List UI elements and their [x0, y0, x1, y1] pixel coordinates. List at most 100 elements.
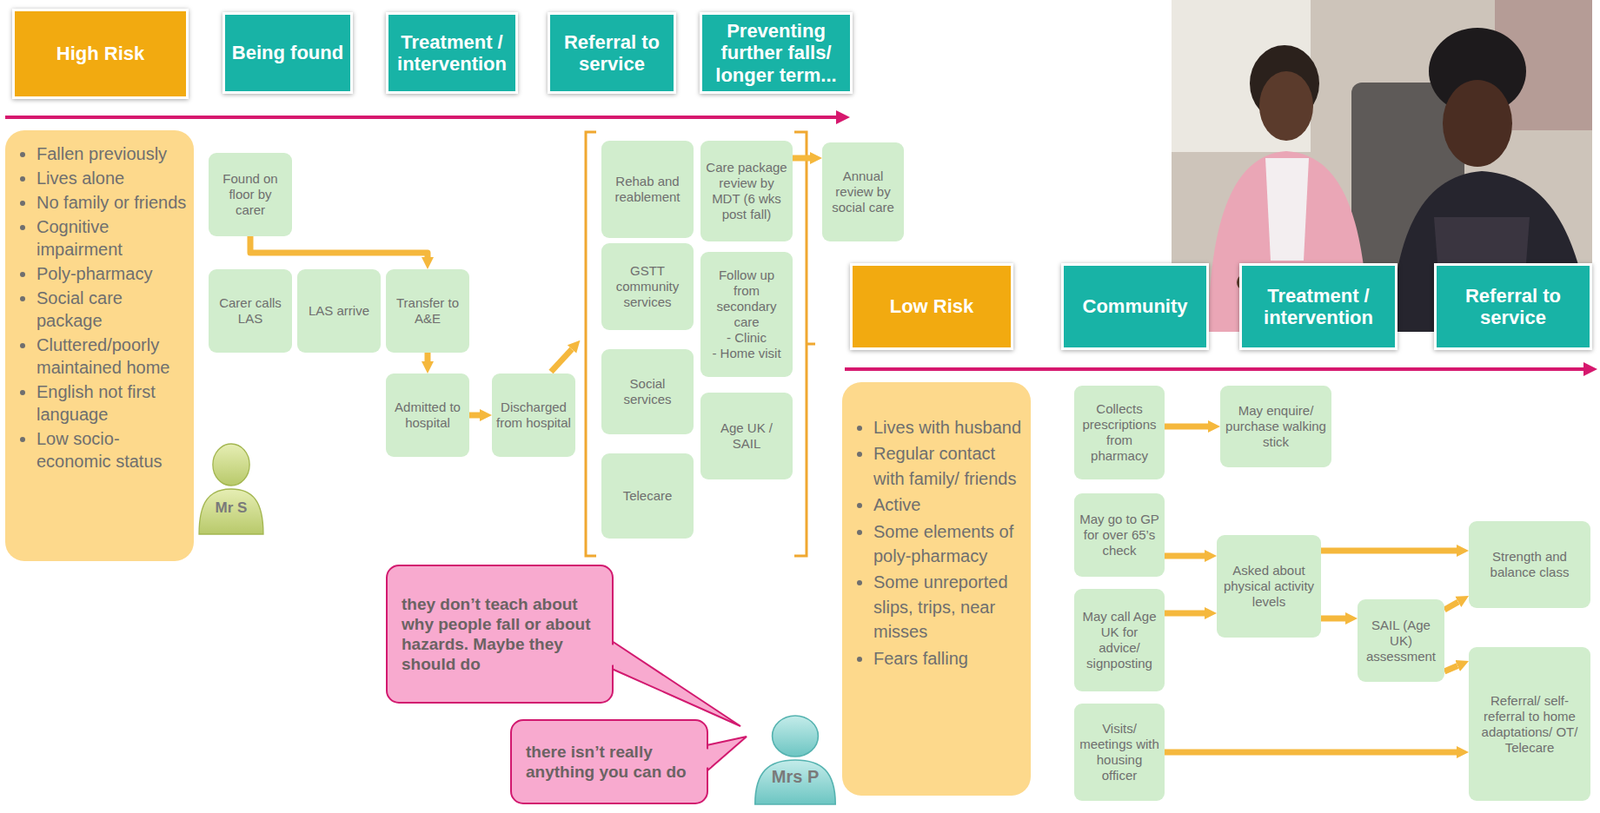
bubble-tail: [706, 736, 747, 772]
box-text: May enquire/ purchase walking stick: [1224, 403, 1328, 451]
process-box: Visits/ meetings with housing officer: [1074, 703, 1165, 802]
process-box: Social services: [601, 349, 694, 435]
person-icon: Mrs P: [747, 710, 844, 807]
bullet-list: Lives with husbandRegular contact with f…: [854, 415, 1023, 671]
speech-bubble: there isn’t really anything you can do: [510, 719, 709, 805]
box-text: Being found: [230, 41, 346, 64]
person-shape: [192, 438, 270, 537]
box-text: May go to GP for over 65’s check: [1078, 511, 1161, 559]
bullet-item: No family or friends: [36, 191, 187, 214]
risk-panel: Lives with husbandRegular contact with f…: [842, 382, 1031, 797]
bullet-item: English not first language: [36, 380, 187, 426]
process-box: LAS arrive: [297, 269, 381, 353]
stage-header: High Risk: [12, 8, 189, 100]
process-box: Carer calls LAS: [208, 269, 293, 353]
flow-arrow: [551, 349, 572, 372]
box-text: Treatment / intervention: [393, 31, 511, 76]
group-bracket: [585, 132, 597, 557]
process-box: Discharged from hospital: [491, 373, 576, 458]
box-text: they don’t teach about why people fall o…: [401, 594, 598, 676]
flow-arrow: [1164, 553, 1205, 560]
box-text: Annual review by social care: [826, 168, 900, 216]
flow-arrow: [792, 155, 810, 162]
box-text: Discharged from hospital: [496, 399, 571, 432]
bullet-item: Cognitive impairment: [36, 215, 187, 261]
process-box: Telecare: [601, 453, 694, 539]
box-text: Community: [1068, 295, 1202, 318]
flow-arrow: [250, 236, 428, 258]
bubble-tail: [611, 641, 741, 727]
bullet-list: Fallen previouslyLives aloneNo family or…: [17, 142, 187, 473]
flow-arrow: [424, 352, 432, 362]
stage-header: Being found: [222, 12, 353, 94]
flow-arrow: [1444, 666, 1458, 672]
flow-arrow: [1164, 424, 1209, 431]
process-box: GSTT community services: [601, 243, 694, 331]
process-box: Strength and balance class: [1468, 521, 1591, 609]
photo-face: [1259, 71, 1314, 141]
box-text: Visits/ meetings with housing officer: [1078, 721, 1161, 784]
flow-arrow: [1321, 616, 1346, 623]
flow-arrow: [469, 412, 480, 419]
person-head: [772, 716, 819, 757]
box-text: Referral to service: [1441, 285, 1585, 330]
flow-arrow: [1164, 610, 1205, 618]
box-text: LAS arrive: [301, 303, 377, 319]
stage-header: Low Risk: [849, 263, 1014, 351]
box-text: Transfer to A&E: [390, 295, 465, 327]
bullet-item: Regular contact with family/ friends: [873, 441, 1023, 492]
stage-header: Preventing further falls/ longer term...: [699, 12, 853, 94]
box-text: Rehab and reablement: [605, 173, 690, 206]
bubble-join: [704, 749, 711, 769]
box-text: Referral/ self-referral to home adaptati…: [1473, 693, 1587, 757]
box-text: Treatment / intervention: [1247, 285, 1390, 330]
person-name: Mr S: [215, 499, 248, 518]
process-box: Rehab and reablement: [601, 140, 694, 239]
person-body: [755, 760, 836, 805]
box-text: GSTT community services: [605, 263, 690, 311]
bullet-item: Fallen previously: [36, 142, 187, 166]
process-box: May go to GP for over 65’s check: [1074, 493, 1165, 578]
process-box: Referral/ self-referral to home adaptati…: [1468, 647, 1591, 802]
bullet-item: Social care package: [36, 286, 187, 332]
process-box: Age UK / SAIL: [700, 392, 793, 480]
stage-header: Community: [1061, 263, 1209, 351]
stage-header: Treatment / intervention: [1239, 263, 1398, 351]
process-box: Collects prescriptions from pharmacy: [1074, 385, 1165, 480]
process-box: Annual review by social care: [822, 142, 904, 242]
risk-panel: Fallen previouslyLives aloneNo family or…: [5, 130, 194, 562]
bubble-body: [386, 565, 613, 704]
box-text: Preventing further falls/ longer term...: [707, 19, 845, 87]
bubble-body: [511, 720, 708, 804]
process-box: Found on floor by carer: [208, 152, 293, 237]
box-text: - Clinic: [704, 330, 789, 346]
bullet-item: Lives alone: [36, 166, 187, 190]
box-text: May call Age UK for advice/ signposting: [1078, 609, 1161, 672]
person-icon: Mr S: [192, 438, 270, 537]
flow-arrow: [1164, 750, 1457, 757]
box-text: Telecare: [605, 488, 690, 505]
photo-face: [1442, 79, 1513, 167]
timeline-arrow: [5, 115, 837, 120]
bullet-item: Cluttered/poorly maintained home: [36, 333, 187, 379]
person-head: [212, 444, 250, 486]
bubble-join: [610, 644, 617, 666]
person-body: [199, 489, 264, 535]
bubble-shape: [385, 564, 614, 704]
group-bracket: [794, 132, 816, 557]
process-box: Follow up from secondary care- Clinic- H…: [700, 252, 793, 378]
process-box: Care package review by MDT (6 wks post f…: [700, 140, 793, 242]
box-text: Follow up from secondary care: [704, 267, 789, 331]
process-box: Transfer to A&E: [385, 269, 470, 353]
box-text: Collects prescriptions from pharmacy: [1078, 401, 1161, 465]
box-text: Care package review by MDT (6 wks post f…: [704, 159, 789, 223]
bullet-item: Active: [873, 492, 1023, 518]
person-name: Mrs P: [771, 767, 819, 788]
speech-bubble: they don’t teach about why people fall o…: [385, 564, 614, 704]
process-box: May enquire/ purchase walking stick: [1220, 385, 1332, 468]
process-box: Asked about physical activity levels: [1216, 535, 1322, 638]
box-text: Asked about physical activity levels: [1221, 563, 1317, 611]
